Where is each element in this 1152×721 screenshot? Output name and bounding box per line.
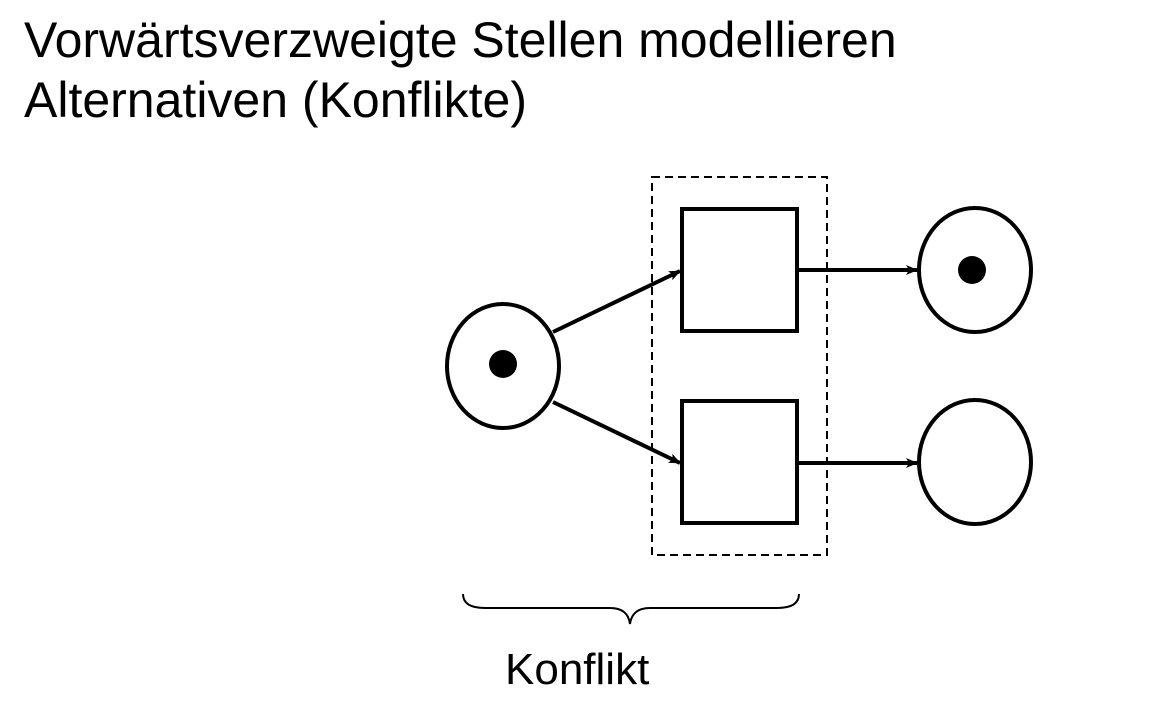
slide-title-line-2: Alternativen (Konflikte) [24,72,528,128]
place-output-top [917,206,1033,334]
arc-input-to-top [552,269,681,334]
conflict-label: Konflikt [505,645,650,694]
token-dot [958,256,986,284]
slide-title-line-1: Vorwärtsverzweigte Stellen modellieren [24,12,897,68]
conflict-group-box [651,176,828,556]
slide-title: Vorwärtsverzweigte Stellen modellieren A… [24,10,897,130]
place-input [445,302,561,430]
arc-input-to-bottom [552,400,681,465]
conflict-brace [462,593,800,625]
transition-bottom [680,399,799,525]
place-output-bottom [917,398,1033,526]
transition-top [680,207,799,333]
token-dot [489,350,517,378]
